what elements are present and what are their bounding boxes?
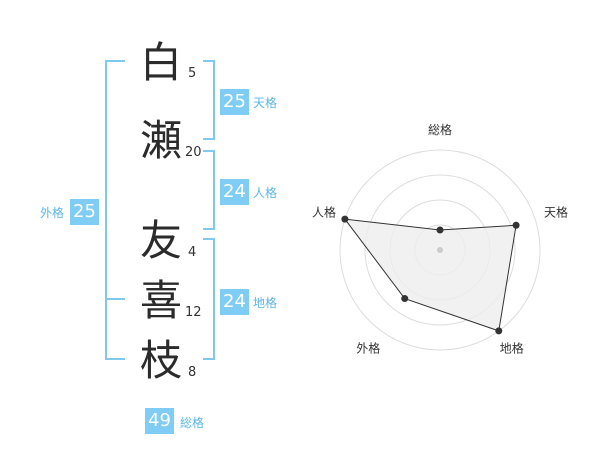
radar-area (343, 218, 517, 332)
chikaku-bracket-bottom (203, 358, 215, 360)
name-char-5: 枝 (139, 336, 182, 385)
gaikaku-bracket-mid (105, 298, 125, 300)
stroke-count-5: 8 (188, 365, 197, 380)
radar-axis-label-2: 天格 (544, 204, 568, 219)
gaikaku-label: 外格 (40, 206, 65, 220)
radar-axis-label-3: 地格 (500, 341, 524, 356)
chikaku-label: 地格 (253, 296, 278, 310)
radar-ring-3 (364, 174, 516, 326)
name-char-3: 友 (139, 216, 182, 265)
radar-axis-label-1: 総格 (428, 122, 452, 137)
jinkaku-label: 人格 (253, 186, 278, 200)
stroke-count-4: 12 (185, 305, 202, 320)
gaikaku-bracket-vertical (105, 60, 107, 360)
gaikaku-bracket-bottom (105, 358, 125, 360)
tenkaku-label: 天格 (253, 96, 278, 110)
radar-center (437, 247, 443, 253)
gaikaku-badge: 25 (70, 199, 99, 225)
chikaku-badge: 24 (220, 289, 249, 315)
radar-axis-label-4: 外格 (356, 341, 380, 356)
tenkaku-bracket-vertical (213, 60, 215, 140)
tenkaku-bracket-bottom (203, 138, 215, 140)
jinkaku-bracket-bottom (203, 228, 215, 230)
tenkaku-badge: 25 (220, 89, 249, 115)
name-char-2: 瀬 (139, 116, 182, 165)
radar-point-2 (512, 221, 520, 229)
radar-point-3 (495, 327, 503, 335)
radar-point-1 (436, 226, 444, 234)
chikaku-bracket-top (203, 238, 215, 240)
soukaku-label: 総格 (180, 416, 205, 430)
stroke-count-1: 5 (188, 66, 197, 81)
name-char-1: 白 (139, 38, 182, 87)
gaikaku-bracket-top (105, 60, 125, 62)
radar-axis-label-5: 人格 (312, 204, 336, 219)
jinkaku-bracket-top (203, 150, 215, 152)
tenkaku-bracket-top (203, 60, 215, 62)
name-char-4: 喜 (139, 276, 182, 325)
chikaku-bracket-vertical (213, 238, 215, 360)
radar-ring-4 (339, 149, 541, 351)
soukaku-badge: 49 (145, 408, 174, 434)
jinkaku-bracket-vertical (213, 150, 215, 230)
radar-point-5 (341, 215, 349, 223)
stroke-count-3: 4 (188, 245, 197, 260)
stroke-count-2: 20 (185, 145, 202, 160)
jinkaku-badge: 24 (220, 179, 249, 205)
radar-point-4 (401, 295, 409, 303)
